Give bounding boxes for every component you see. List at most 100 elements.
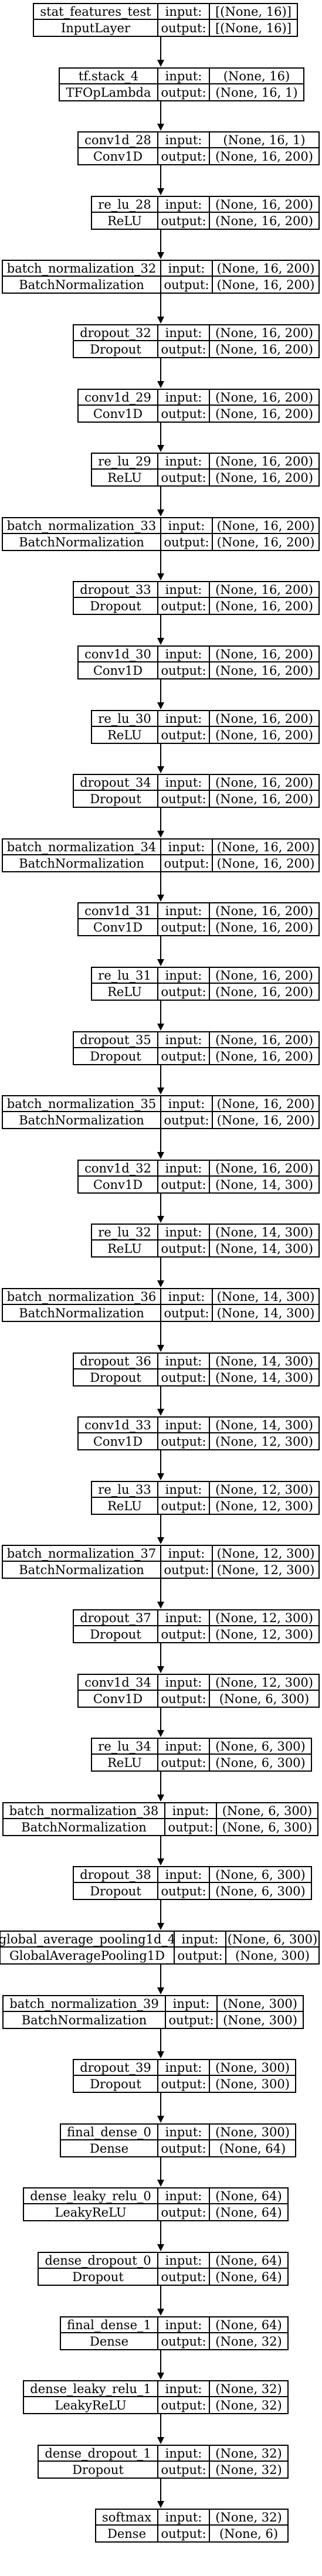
output-shape: (None, 6, 300) xyxy=(219,1691,310,1706)
input-port-label: input: xyxy=(158,1354,210,1369)
input-port-label: input: xyxy=(158,454,210,470)
layer-type: Conv1D xyxy=(79,1177,158,1192)
layer-type: ReLU xyxy=(92,984,158,1000)
layer-name: dropout_32 xyxy=(74,325,158,341)
output-shape: (None, 16, 200) xyxy=(215,213,313,228)
output-shape: (None, 16, 200) xyxy=(215,149,313,164)
output-port-label: output: xyxy=(158,1883,210,1899)
input-port-label: input: xyxy=(158,2060,210,2076)
input-shape: (None, 16, 200) xyxy=(210,197,318,213)
output-shape: (None, 14, 300) xyxy=(215,1370,313,1385)
output-port-label: output: xyxy=(161,534,213,550)
layer-type: LeakyReLU xyxy=(24,2397,158,2413)
layer-name: batch_normalization_32 xyxy=(3,261,161,277)
input-shape: (None, 6, 300) xyxy=(210,1739,311,1755)
edge-arrow xyxy=(157,1965,164,1994)
layer-name: re_lu_28 xyxy=(92,197,158,213)
input-port-label: input: xyxy=(158,2188,210,2204)
input-port-label: input: xyxy=(158,197,210,213)
output-port-label: output: xyxy=(158,84,210,100)
edge-arrow xyxy=(157,294,164,324)
input-port-label: input: xyxy=(158,1161,210,1177)
edge-arrow xyxy=(157,2286,164,2316)
edge-arrow xyxy=(157,2157,164,2187)
edge-arrow xyxy=(157,1836,164,1865)
layer-type: Conv1D xyxy=(79,148,158,164)
output-shape: (None, 14, 300) xyxy=(215,1177,313,1192)
layer-type: ReLU xyxy=(92,1498,158,1514)
output-port-label: output: xyxy=(158,470,210,485)
edge-arrow xyxy=(157,551,164,580)
input-port-label: input: xyxy=(165,1803,217,1819)
output-port-label: output: xyxy=(158,1241,210,1256)
input-port-label: input: xyxy=(158,4,210,20)
output-shape: (None, 16, 200) xyxy=(216,1113,315,1127)
output-port-label: output: xyxy=(158,662,210,678)
layer-name: batch_normalization_38 xyxy=(4,1803,165,1819)
layer-name: global_average_pooling1d_4 xyxy=(1,1932,175,1948)
output-port-label: output: xyxy=(158,148,210,164)
output-port-label: output: xyxy=(161,1112,213,1128)
output-port-label: output: xyxy=(158,2140,210,2156)
output-shape: (None, 32) xyxy=(215,2398,282,2412)
output-port-label: output: xyxy=(158,1433,210,1449)
output-shape: (None, 12, 300) xyxy=(215,1434,313,1449)
output-port-label: output: xyxy=(158,2462,210,2478)
layer-type: Dense xyxy=(61,2333,158,2349)
layer-name: batch_normalization_39 xyxy=(4,1996,166,2012)
layer-name: tf.stack_4 xyxy=(60,69,158,84)
output-shape: (None, 300) xyxy=(215,2077,290,2091)
input-port-label: input: xyxy=(158,1675,210,1691)
output-shape: (None, 12, 300) xyxy=(215,1627,313,1642)
output-port-label: output: xyxy=(161,1305,213,1321)
input-shape: (None, 12, 300) xyxy=(210,1482,318,1498)
output-port-label: output: xyxy=(158,1498,210,1514)
output-port-label: output: xyxy=(158,791,210,807)
input-shape: (None, 16, 200) xyxy=(210,968,318,984)
input-shape: (None, 16) xyxy=(210,69,303,84)
edge-arrow xyxy=(157,1065,164,1095)
output-shape: (None, 32) xyxy=(215,2462,282,2477)
output-port-label: output: xyxy=(158,2204,210,2220)
output-port-label: output: xyxy=(158,2397,210,2413)
output-port-label: output: xyxy=(158,1626,210,1642)
output-shape: (None, 16, 200) xyxy=(215,599,313,613)
edge-arrow xyxy=(157,1772,164,1802)
edge-arrow xyxy=(157,2221,164,2251)
input-shape: (None, 64) xyxy=(210,2317,287,2333)
layer-type: ReLU xyxy=(92,1755,158,1770)
layer-type: BatchNormalization xyxy=(3,277,161,293)
input-shape: (None, 32) xyxy=(210,2381,287,2397)
output-shape: (None, 16, 200) xyxy=(215,663,313,678)
layer-type: Dropout xyxy=(74,1626,158,1642)
input-shape: (None, 16, 200) xyxy=(210,647,318,662)
input-port-label: input: xyxy=(158,775,210,791)
input-port-label: input: xyxy=(158,390,210,406)
output-shape: (None, 16, 200) xyxy=(215,406,313,421)
layer-name: conv1d_30 xyxy=(79,647,158,662)
input-port-label: input: xyxy=(161,840,213,855)
input-port-label: input: xyxy=(158,968,210,984)
output-shape: (None, 16, 200) xyxy=(215,1049,313,1063)
layer-type: BatchNormalization xyxy=(3,1112,161,1128)
layer-type: ReLU xyxy=(92,727,158,743)
edge-arrow xyxy=(157,1708,164,1737)
output-shape: (None, 6, 300) xyxy=(215,1884,306,1898)
layer-name: re_lu_31 xyxy=(92,968,158,984)
layer-type: Dense xyxy=(96,2526,158,2541)
